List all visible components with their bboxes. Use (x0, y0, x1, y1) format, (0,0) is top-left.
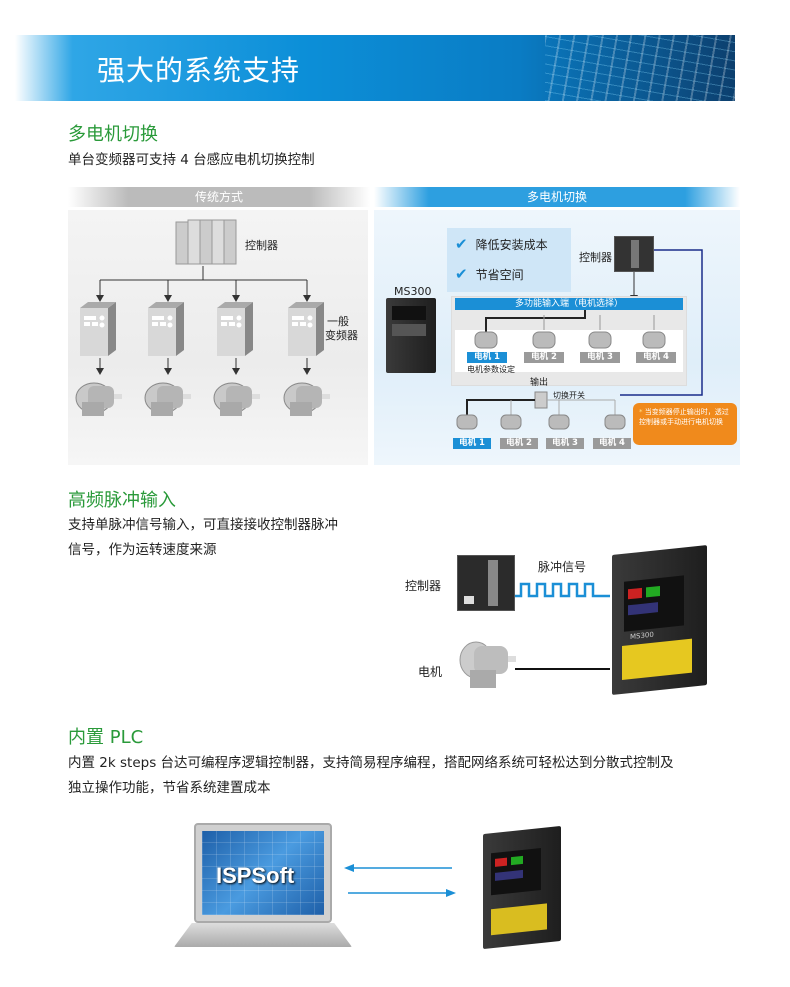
output-motor-tag-3: 电机 3 (546, 438, 584, 449)
output-motor-tag-4: 电机 4 (593, 438, 631, 449)
benefits-box: ✔ 降低安装成本 ✔ 节省空间 (447, 228, 571, 292)
check-icon: ✔ (455, 235, 468, 253)
benefit-item: ✔ 节省空间 (455, 265, 524, 283)
traditional-title: 传统方式 (68, 187, 370, 207)
benefit-label: 降低安装成本 (475, 237, 548, 252)
plc-controller-icon (614, 236, 654, 272)
output-motor-tag-1: 电机 1 (453, 438, 491, 449)
note-text: 当变频器停止输出时，透过控制器或手动进行电机切换 (639, 408, 729, 426)
pulse-controller-label: 控制器 (405, 579, 442, 593)
motor-tag-2: 电机 2 (524, 352, 564, 363)
plc-description-1: 内置 2k steps 台达可编程序逻辑控制器，支持简易程序编程，搭配网络系统可… (68, 755, 674, 771)
switch-label: 切换开关 (553, 391, 585, 400)
motor-tag-4: 电机 4 (636, 352, 676, 363)
drive-model-text: MS300 (630, 630, 654, 642)
general-drive-label: 一般 (327, 315, 349, 328)
pulse-description-1: 支持单脉冲信号输入，可直接接收控制器脉冲 (68, 517, 338, 533)
motor-tag-3: 电机 3 (580, 352, 620, 363)
multifunction-input-bar: 多功能输入端（电机选择） (455, 298, 683, 310)
ispsoft-logo: ISPSoft (216, 863, 295, 888)
output-label: 输出 (530, 378, 549, 388)
ms300-drive-icon (483, 825, 561, 950)
plc-description-2: 独立操作功能，节省系统建置成本 (68, 780, 271, 796)
header-banner: 强大的系统支持 (15, 35, 735, 101)
pulse-description-2: 信号，作为运转速度来源 (68, 542, 217, 558)
section-description: 单台变频器可支持 4 台感应电机切换控制 (68, 152, 315, 168)
check-icon: ✔ (455, 265, 468, 283)
banner-decoration (545, 35, 735, 101)
drive-model-label: MS300 (394, 285, 432, 298)
switch-wires (456, 391, 626, 430)
multi-controller-label: 控制器 (579, 251, 612, 264)
section-heading-plc: 内置 PLC (68, 723, 143, 749)
section-heading-pulse: 高频脉冲输入 (68, 490, 176, 511)
ms300-drive-icon (386, 298, 436, 373)
general-drive-label-2: 变频器 (325, 329, 358, 342)
motor-tag-1: 电机 1 (467, 352, 507, 363)
plc-heading-text: 内置 PLC (68, 727, 144, 748)
page-title: 强大的系统支持 (97, 54, 301, 87)
plc-controller-icon (457, 555, 515, 611)
switch-icon (534, 391, 548, 409)
traditional-controller-label: 控制器 (245, 239, 278, 252)
multi-title: 多电机切换 (374, 187, 740, 207)
pulse-waveform (515, 582, 610, 670)
note-box: * 当变频器停止输出时，透过控制器或手动进行电机切换 (633, 403, 737, 445)
controller-rack-icon (175, 219, 237, 265)
section-heading-multi-motor: 多电机切换 (68, 124, 158, 145)
motor-param-label: 电机参数设定 (467, 365, 515, 374)
pulse-signal-label: 脉冲信号 (538, 560, 587, 574)
traditional-diagram (75, 219, 331, 417)
benefit-item: ✔ 降低安装成本 (455, 235, 548, 253)
ms300-drive-icon: MS300 (612, 545, 707, 695)
communication-arrows (344, 864, 456, 897)
motor-select-wires (474, 310, 666, 349)
pulse-motor-label: 电机 (418, 665, 443, 679)
motor-icon (459, 641, 516, 688)
benefit-label: 节省空间 (475, 267, 524, 282)
output-motor-tag-2: 电机 2 (500, 438, 538, 449)
laptop-icon: ISPSoft (170, 823, 355, 953)
